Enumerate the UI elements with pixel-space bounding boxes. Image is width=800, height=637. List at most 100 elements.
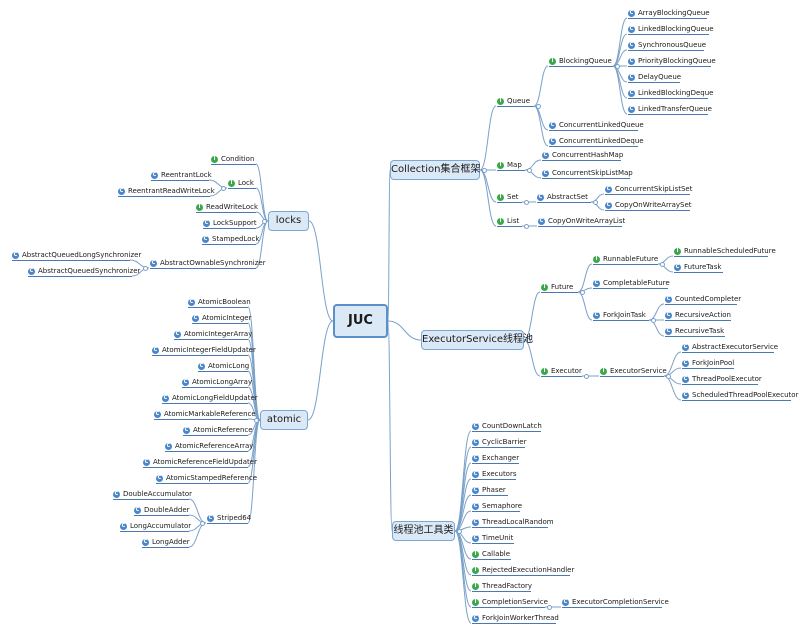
topic-executor[interactable]: ExecutorService线程池: [421, 330, 533, 350]
node-countdownlatch[interactable]: CountDownLatch: [482, 421, 542, 430]
collapse-toggle[interactable]: [659, 261, 665, 267]
node-atomiclongfieldupdater[interactable]: AtomicLongFieldUpdater: [172, 393, 258, 402]
root-topic[interactable]: JUC: [333, 304, 388, 338]
node-synchronousqueue[interactable]: SynchronousQueue: [638, 40, 707, 49]
collapse-toggle[interactable]: [523, 223, 529, 229]
node-abstractqueuedlongsynchronizer[interactable]: AbstractQueuedLongSynchronizer: [22, 250, 142, 259]
node-forkjointask[interactable]: ForkJoinTask: [603, 310, 646, 319]
node-concurrentskiplistset[interactable]: ConcurrentSkipListSet: [615, 184, 693, 193]
node-atomicmarkablereference[interactable]: AtomicMarkableReference: [164, 409, 256, 418]
collapse-toggle[interactable]: [665, 373, 671, 379]
node-recursivetask[interactable]: RecursiveTask: [675, 326, 725, 335]
node-executorcompletionservice[interactable]: ExecutorCompletionService: [572, 597, 669, 606]
collapse-toggle[interactable]: [525, 337, 531, 343]
node-linkedblockingqueue[interactable]: LinkedBlockingQueue: [638, 24, 714, 33]
node-atomicreferencefieldupdater[interactable]: AtomicReferenceFieldUpdater: [153, 457, 257, 466]
node-abstractset[interactable]: AbstractSet: [547, 192, 588, 201]
node-blockingqueue[interactable]: BlockingQueue: [559, 56, 612, 65]
node-abstractqueuedsynchronizer[interactable]: AbstractQueuedSynchronizer: [38, 266, 141, 275]
node-queue[interactable]: Queue: [507, 96, 530, 105]
node-condition[interactable]: Condition: [221, 154, 255, 163]
topic-atomic[interactable]: atomic: [260, 410, 308, 430]
node-atomicstampedreference[interactable]: AtomicStampedReference: [166, 473, 258, 482]
collapse-toggle[interactable]: [592, 199, 598, 205]
node-runnablescheduledfuture[interactable]: RunnableScheduledFuture: [684, 246, 776, 255]
node-atomicinteger[interactable]: AtomicInteger: [202, 313, 252, 322]
collapse-toggle[interactable]: [546, 604, 552, 610]
node-futuretask[interactable]: FutureTask: [684, 262, 722, 271]
node-forkjoinworkerthread[interactable]: ForkJoinWorkerThread: [482, 613, 559, 622]
collapse-toggle[interactable]: [456, 528, 462, 534]
node-stampedlock[interactable]: StampedLock: [212, 234, 260, 243]
node-list[interactable]: List: [507, 216, 520, 225]
node-map[interactable]: Map: [507, 160, 522, 169]
node-atomicreferencearray[interactable]: AtomicReferenceArray: [175, 441, 254, 450]
collapse-toggle[interactable]: [579, 289, 585, 295]
node-atomicboolean[interactable]: AtomicBoolean: [198, 297, 251, 306]
node-readwritelock[interactable]: ReadWriteLock: [206, 202, 259, 211]
node-atomiclongarray[interactable]: AtomicLongArray: [192, 377, 253, 386]
node-atomiclong[interactable]: AtomicLong: [208, 361, 250, 370]
node-longaccumulator[interactable]: LongAccumulator: [130, 521, 192, 530]
node-callable[interactable]: Callable: [482, 549, 511, 558]
collapse-toggle[interactable]: [220, 185, 226, 191]
node-copyonwritearrayset[interactable]: CopyOnWriteArraySet: [615, 200, 692, 209]
node-rejectedexecutionhandler[interactable]: RejectedExecutionHandler: [482, 565, 575, 574]
collapse-toggle[interactable]: [523, 199, 529, 205]
collapse-toggle[interactable]: [261, 218, 267, 224]
node-threadlocalrandom[interactable]: ThreadLocalRandom: [482, 517, 554, 526]
collapse-toggle[interactable]: [253, 417, 259, 423]
collapse-toggle[interactable]: [583, 373, 589, 379]
node-runnablefuture[interactable]: RunnableFuture: [603, 254, 659, 263]
node-timeunit[interactable]: TimeUnit: [482, 533, 514, 542]
node-lock[interactable]: Lock: [238, 178, 254, 187]
node-atomicintegerarray[interactable]: AtomicIntegerArray: [184, 329, 253, 338]
node-forkjoinpool[interactable]: ForkJoinPool: [692, 358, 735, 367]
collapse-toggle[interactable]: [199, 520, 205, 526]
node-completablefuture[interactable]: CompletableFuture: [603, 278, 670, 287]
node-striped64[interactable]: Striped64: [217, 513, 252, 522]
collapse-toggle[interactable]: [535, 103, 541, 109]
node-atomicreference[interactable]: AtomicReference: [193, 425, 253, 434]
node-phaser[interactable]: Phaser: [482, 485, 506, 494]
node-cyclicbarrier[interactable]: CyclicBarrier: [482, 437, 527, 446]
node-locksupport[interactable]: LockSupport: [213, 218, 257, 227]
collapse-toggle[interactable]: [614, 63, 620, 69]
node-semaphore[interactable]: Semaphore: [482, 501, 523, 510]
node-atomicintegerfieldupdater[interactable]: AtomicIntegerFieldUpdater: [162, 345, 256, 354]
node-doubleadder[interactable]: DoubleAdder: [144, 505, 190, 514]
node-delayqueue[interactable]: DelayQueue: [638, 72, 682, 81]
node-completionservice[interactable]: CompletionService: [482, 597, 548, 606]
node-copyonwritearraylist[interactable]: CopyOnWriteArrayList: [548, 216, 626, 225]
topic-collection[interactable]: Collection集合框架: [390, 160, 480, 180]
collapse-toggle[interactable]: [481, 167, 487, 173]
node-future[interactable]: Future: [551, 282, 574, 291]
collapse-toggle[interactable]: [526, 167, 532, 173]
node-arrayblockingqueue[interactable]: ArrayBlockingQueue: [638, 8, 710, 17]
topic-locks[interactable]: locks: [268, 211, 309, 231]
node-abstractownablesynchronizer[interactable]: AbstractOwnableSynchronizer: [160, 258, 266, 267]
node-threadfactory[interactable]: ThreadFactory: [482, 581, 533, 590]
node-concurrentlinkedqueue[interactable]: ConcurrentLinkedQueue: [559, 120, 644, 129]
node-concurrentlinkeddeque[interactable]: ConcurrentLinkedDeque: [559, 136, 644, 145]
node-executors[interactable]: Executors: [482, 469, 517, 478]
collapse-toggle[interactable]: [142, 265, 148, 271]
node-reentrantlock[interactable]: ReentrantLock: [161, 170, 212, 179]
collapse-toggle[interactable]: [650, 317, 656, 323]
node-concurrentskiplistmap[interactable]: ConcurrentSkipListMap: [552, 168, 633, 177]
node-longadder[interactable]: LongAdder: [152, 537, 190, 546]
node-priorityblockingqueue[interactable]: PriorityBlockingQueue: [638, 56, 716, 65]
node-executor[interactable]: Executor: [551, 366, 582, 375]
node-exchanger[interactable]: Exchanger: [482, 453, 520, 462]
topic-tools[interactable]: 线程池工具类: [392, 521, 455, 541]
node-linkedtransferqueue[interactable]: LinkedTransferQueue: [638, 104, 712, 113]
node-countedcompleter[interactable]: CountedCompleter: [675, 294, 742, 303]
node-linkedblockingdeque[interactable]: LinkedBlockingDeque: [638, 88, 714, 97]
node-recursiveaction[interactable]: RecursiveAction: [675, 310, 731, 319]
node-scheduledthreadpoolexecutor[interactable]: ScheduledThreadPoolExecutor: [692, 390, 799, 399]
node-doubleaccumulator[interactable]: DoubleAccumulator: [123, 489, 192, 498]
node-threadpoolexecutor[interactable]: ThreadPoolExecutor: [692, 374, 762, 383]
node-executorservice[interactable]: ExecutorService: [610, 366, 667, 375]
node-concurrenthashmap[interactable]: ConcurrentHashMap: [552, 150, 624, 159]
node-abstractexecutorservice[interactable]: AbstractExecutorService: [692, 342, 779, 351]
